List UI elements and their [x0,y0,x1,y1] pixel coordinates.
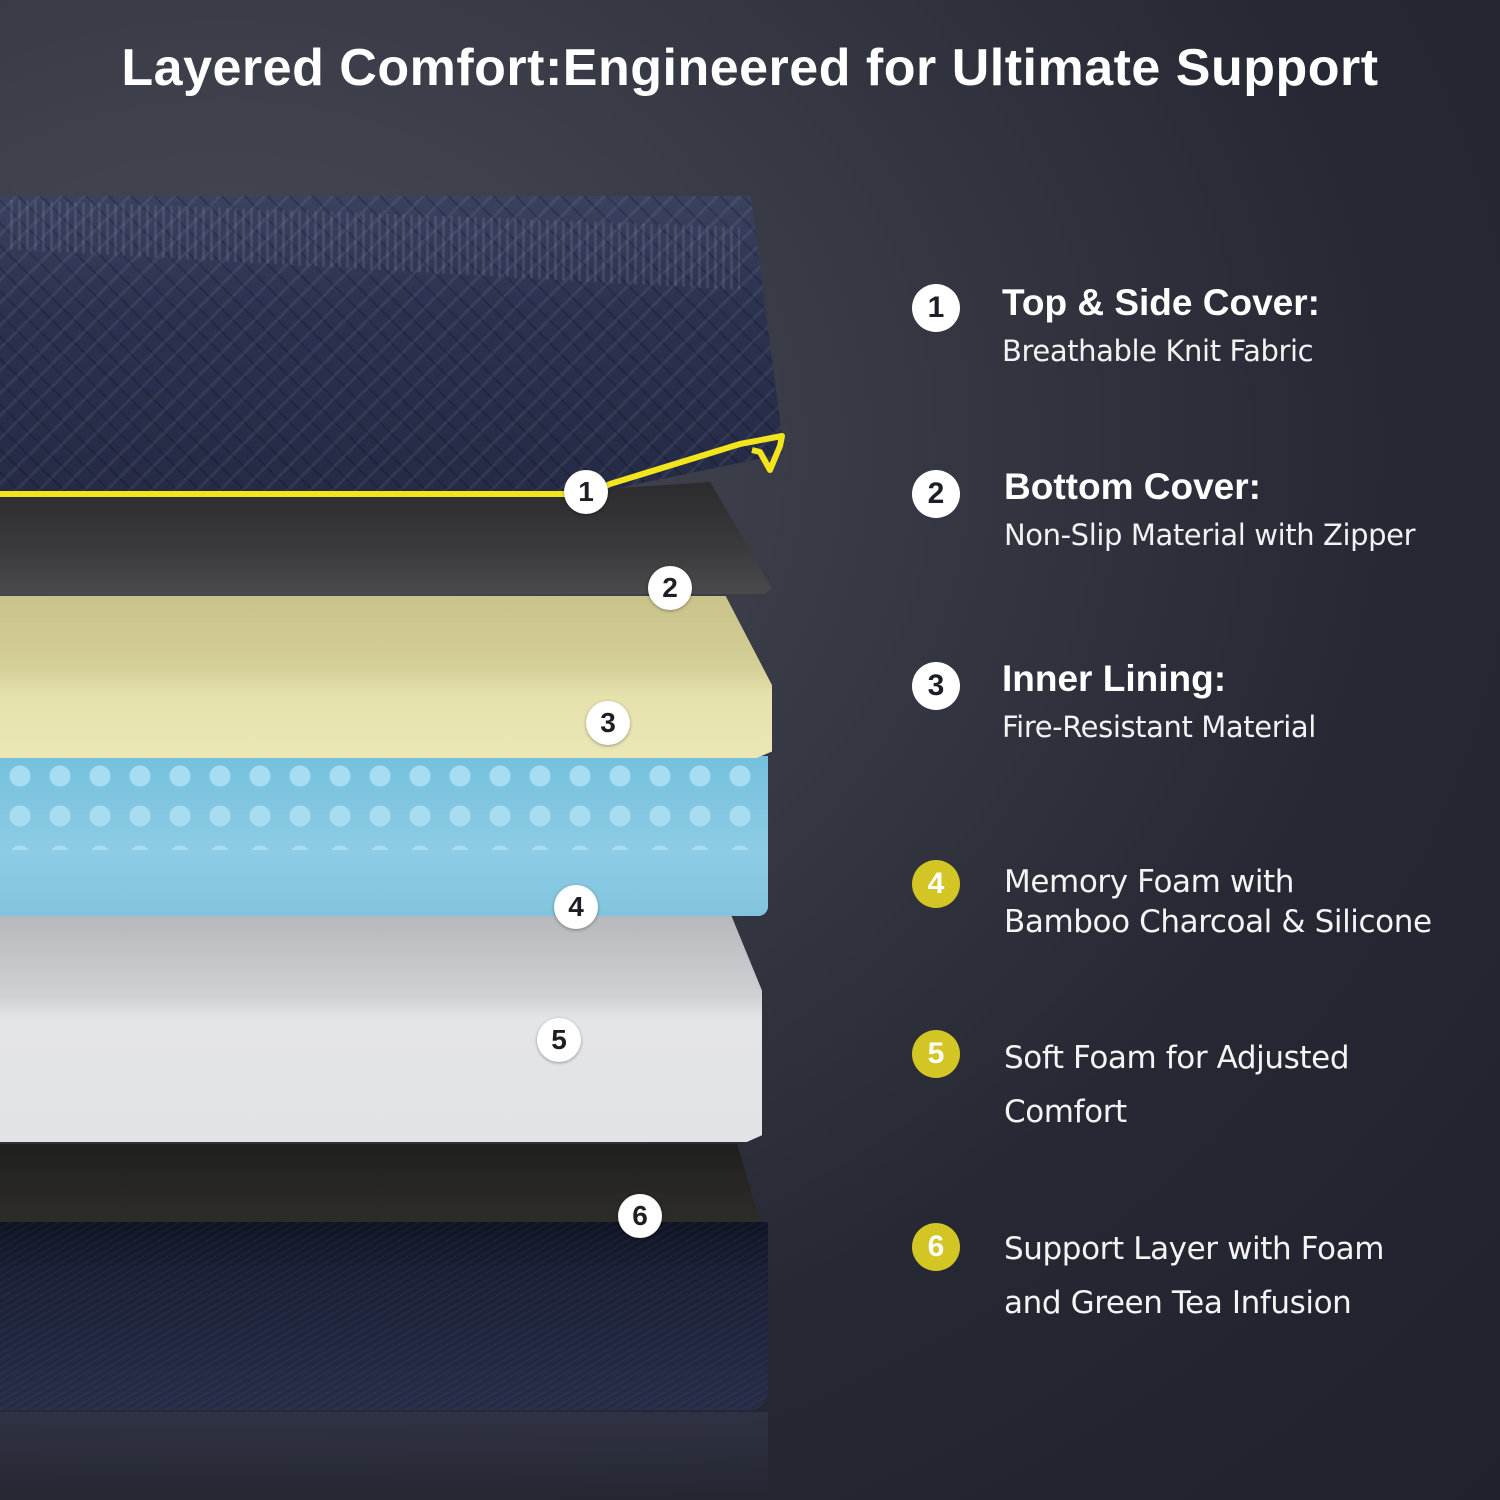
layer-inner-lining [0,596,772,758]
legend-description-line-1: Memory Foam with [1004,864,1295,900]
legend-subtitle: Non-Slip Material with Zipper [1004,518,1416,552]
number-badge: 5 [912,1030,960,1078]
layer-soft-foam [0,916,762,1142]
layer-marker-4: 4 [554,885,598,929]
mattress-layers-illustration: 1 2 3 4 5 6 [0,196,785,1500]
layer-base-cover [0,1222,768,1410]
layer-marker-5: 5 [537,1018,581,1062]
number-badge: 2 [912,470,960,518]
number-badge: 1 [912,284,960,332]
legend-subtitle: Breathable Knit Fabric [1002,334,1314,368]
legend-description-line-1: Soft Foam for Adjusted [1004,1040,1350,1076]
legend-description-line-2: Bamboo Charcoal & Silicone [1004,904,1432,940]
layer-memory-foam-side [0,850,768,916]
number-badge: 6 [912,1223,960,1271]
layer-marker-3: 3 [586,701,630,745]
legend-title: Top & Side Cover: [1002,282,1320,323]
layer-marker-2: 2 [648,566,692,610]
legend-title: Inner Lining: [1002,658,1227,699]
number-badge: 3 [912,662,960,710]
legend-title: Bottom Cover: [1004,466,1261,507]
floor-reflection [0,1412,768,1500]
layer-bottom-cover [0,482,772,594]
layer-marker-6: 6 [618,1194,662,1238]
layer-marker-1: 1 [564,470,608,514]
legend-subtitle: Fire-Resistant Material [1002,710,1316,744]
legend-description-line-1: Support Layer with Foam [1004,1231,1384,1267]
legend-description-line-2: and Green Tea Infusion [1004,1285,1352,1321]
legend-description-line-2: Comfort [1004,1094,1127,1130]
page-title: Layered Comfort:Engineered for Ultimate … [121,39,1379,97]
number-badge: 4 [912,860,960,908]
